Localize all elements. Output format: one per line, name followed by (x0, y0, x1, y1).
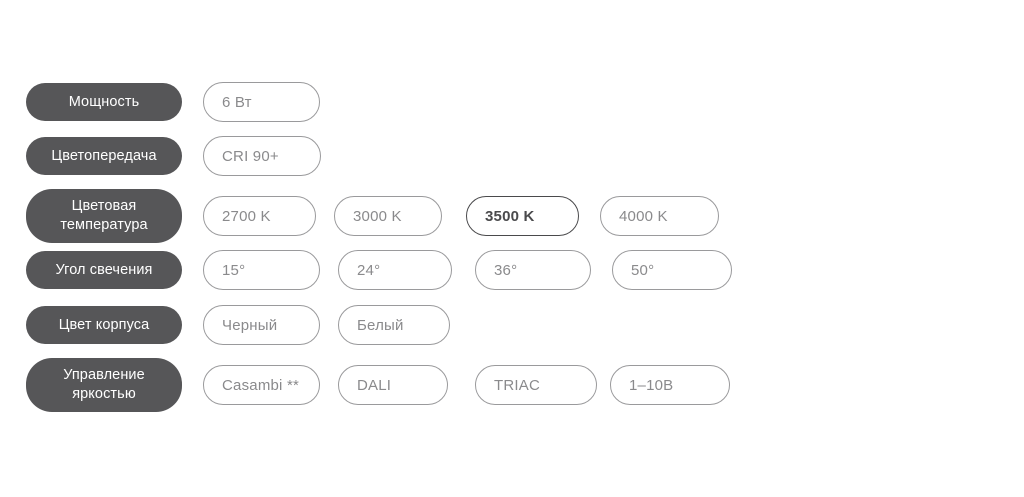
option-chip-label: 1–10В (629, 376, 674, 394)
row-label-housing-color: Цвет корпуса (26, 306, 182, 344)
spec-row-color-temperature: Цветовая температура 2700 K 3000 K 3500 … (26, 189, 737, 243)
option-chip-15deg[interactable]: 15° (203, 250, 320, 290)
row-label-text: Угол свечения (55, 261, 153, 278)
option-chip-label: Белый (357, 316, 404, 334)
option-chip-label: 3500 K (485, 207, 535, 225)
spec-row-beam-angle: Угол свечения 15° 24° 36° 50° (26, 250, 750, 290)
option-chip-1-10v[interactable]: 1–10В (610, 365, 730, 405)
row-label-line2: яркостью (72, 386, 136, 402)
option-chip-24deg[interactable]: 24° (338, 250, 452, 290)
option-chip-power-6vt[interactable]: 6 Вт (203, 82, 320, 122)
row-label-line2: температура (60, 217, 148, 233)
spec-row-dimming-control: Управление яркостью Casambi ** DALI TRIA… (26, 358, 748, 412)
option-chip-50deg[interactable]: 50° (612, 250, 732, 290)
options-color-temperature: 2700 K 3000 K 3500 K 4000 K (203, 196, 737, 236)
option-chip-4000k[interactable]: 4000 K (600, 196, 719, 236)
row-label-power: Мощность (26, 83, 182, 121)
row-label-line1: Цветовая (71, 198, 137, 214)
spec-row-power: Мощность 6 Вт (26, 82, 338, 122)
row-label-beam-angle: Угол свечения (26, 251, 182, 289)
option-chip-label: DALI (357, 376, 392, 394)
row-label-text: Мощность (68, 93, 140, 110)
option-chip-label: 3000 K (353, 207, 402, 225)
option-chip-black[interactable]: Черный (203, 305, 320, 345)
option-chip-label: 24° (357, 261, 381, 279)
option-chip-label: 2700 K (222, 207, 271, 225)
options-beam-angle: 15° 24° 36° 50° (203, 250, 750, 290)
option-chip-3000k[interactable]: 3000 K (334, 196, 442, 236)
option-chip-triac[interactable]: TRIAC (475, 365, 597, 405)
options-power: 6 Вт (203, 82, 338, 122)
row-label-cri: Цветопередача (26, 137, 182, 175)
option-chip-casambi[interactable]: Casambi ** (203, 365, 320, 405)
row-label-text: Цветовая температура (60, 197, 147, 235)
option-chip-cri-90plus[interactable]: CRI 90+ (203, 136, 321, 176)
option-chip-label: 4000 K (619, 207, 668, 225)
option-chip-36deg[interactable]: 36° (475, 250, 591, 290)
option-chip-label: Casambi ** (222, 376, 300, 394)
row-label-text: Цветопередача (51, 147, 157, 164)
option-chip-label: 6 Вт (222, 93, 252, 111)
spec-row-cri: Цветопередача CRI 90+ (26, 136, 339, 176)
row-label-color-temperature: Цветовая температура (26, 189, 182, 243)
option-chip-label: CRI 90+ (222, 147, 279, 165)
option-chip-2700k[interactable]: 2700 K (203, 196, 316, 236)
option-chip-label: 50° (631, 261, 655, 279)
option-chip-dali[interactable]: DALI (338, 365, 448, 405)
row-label-text: Управление яркостью (63, 366, 145, 404)
option-chip-label: Черный (222, 316, 278, 334)
row-label-text: Цвет корпуса (58, 316, 150, 333)
spec-row-housing-color: Цвет корпуса Черный Белый (26, 305, 468, 345)
option-chip-white[interactable]: Белый (338, 305, 450, 345)
options-housing-color: Черный Белый (203, 305, 468, 345)
option-chip-label: TRIAC (494, 376, 540, 394)
row-label-dimming-control: Управление яркостью (26, 358, 182, 412)
option-chip-label: 36° (494, 261, 518, 279)
options-dimming-control: Casambi ** DALI TRIAC 1–10В (203, 365, 748, 405)
options-cri: CRI 90+ (203, 136, 339, 176)
option-chip-label: 15° (222, 261, 246, 279)
option-chip-3500k[interactable]: 3500 K (466, 196, 579, 236)
row-label-line1: Управление (63, 367, 145, 383)
